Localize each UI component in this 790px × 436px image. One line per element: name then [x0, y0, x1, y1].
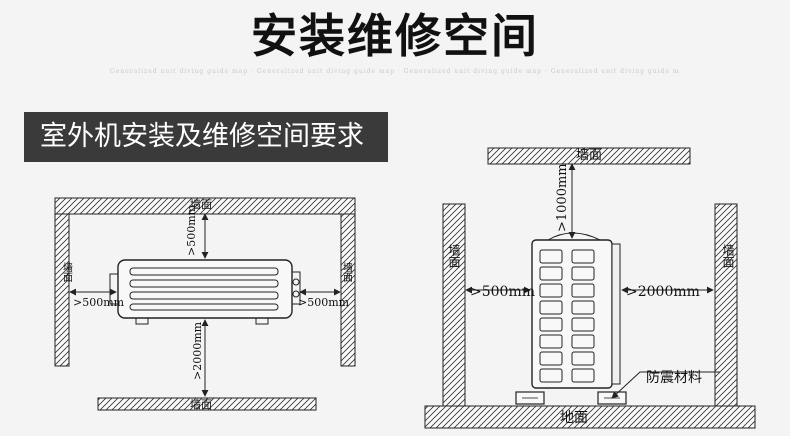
left-wall-right: [340, 213, 356, 367]
right-outdoor-unit: [531, 232, 621, 389]
unit-grille-cell: [571, 351, 595, 366]
right-wall-top: [487, 147, 691, 165]
right-label-clear-top: >1000mm: [555, 163, 570, 232]
unit-grille-cell: [539, 249, 563, 264]
right-anti-vibration-leader: [611, 371, 720, 399]
watermark-text: Generalized unit diving guide map · Gene…: [110, 68, 680, 75]
unit-grille-cell: [539, 266, 563, 281]
right-label-clear-right: >2000mm: [626, 284, 700, 300]
unit-grille-cell: [539, 283, 563, 298]
left-wall-left: [54, 213, 70, 367]
unit-grille-cell: [571, 334, 595, 349]
unit-grille-cell: [571, 300, 595, 315]
right-label-wall-right: 墙面: [721, 244, 735, 268]
left-label-clear-bottom: >2000mm: [191, 321, 204, 380]
right-wall-left: [442, 203, 466, 407]
unit-grille-cell: [539, 334, 563, 349]
left-label-clear-right: >500mm: [298, 296, 350, 309]
unit-grille-cell: [571, 249, 595, 264]
page-title: 安装维修空间: [251, 9, 539, 63]
right-diagram: 墙面 墙面 墙面 >1000mm >500mm >2000mm 防震材料 地面: [424, 147, 756, 429]
left-wall-bottom: [97, 397, 317, 411]
left-label-wall-bottom: 墙面: [190, 397, 212, 411]
left-outdoor-unit: [109, 259, 301, 325]
section-header: 室外机安装及维修空间要求: [24, 112, 388, 162]
right-label-clear-left: >500mm: [470, 284, 535, 300]
section-header-label: 室外机安装及维修空间要求: [40, 121, 364, 152]
left-label-wall-top: 墙面: [190, 197, 212, 211]
unit-grille-cell: [539, 351, 563, 366]
left-label-wall-right: 墙面: [341, 261, 353, 283]
unit-grille-cell: [571, 317, 595, 332]
unit-grille-cell: [571, 266, 595, 281]
right-label-wall-left: 墙面: [447, 244, 461, 268]
left-label-clear-left: >500mm: [73, 296, 125, 309]
unit-grille-cell: [539, 300, 563, 315]
unit-grille-cell: [571, 283, 595, 298]
right-wall-right: [714, 203, 738, 407]
left-diagram: 墙面 墙面 墙面 墙面 >500mm >2000mm >500mm >500mm: [54, 197, 356, 411]
unit-grille-cell: [539, 317, 563, 332]
right-label-anti-vibration: 防震材料: [646, 370, 702, 386]
right-ground: [424, 405, 756, 429]
left-label-wall-left: 墙面: [61, 261, 73, 283]
right-label-wall-top: 墙面: [576, 148, 602, 163]
left-label-clear-top: >500mm: [185, 204, 198, 256]
right-label-ground: 地面: [560, 410, 588, 426]
unit-grille-cell: [539, 368, 563, 383]
unit-grille-cell: [571, 368, 595, 383]
